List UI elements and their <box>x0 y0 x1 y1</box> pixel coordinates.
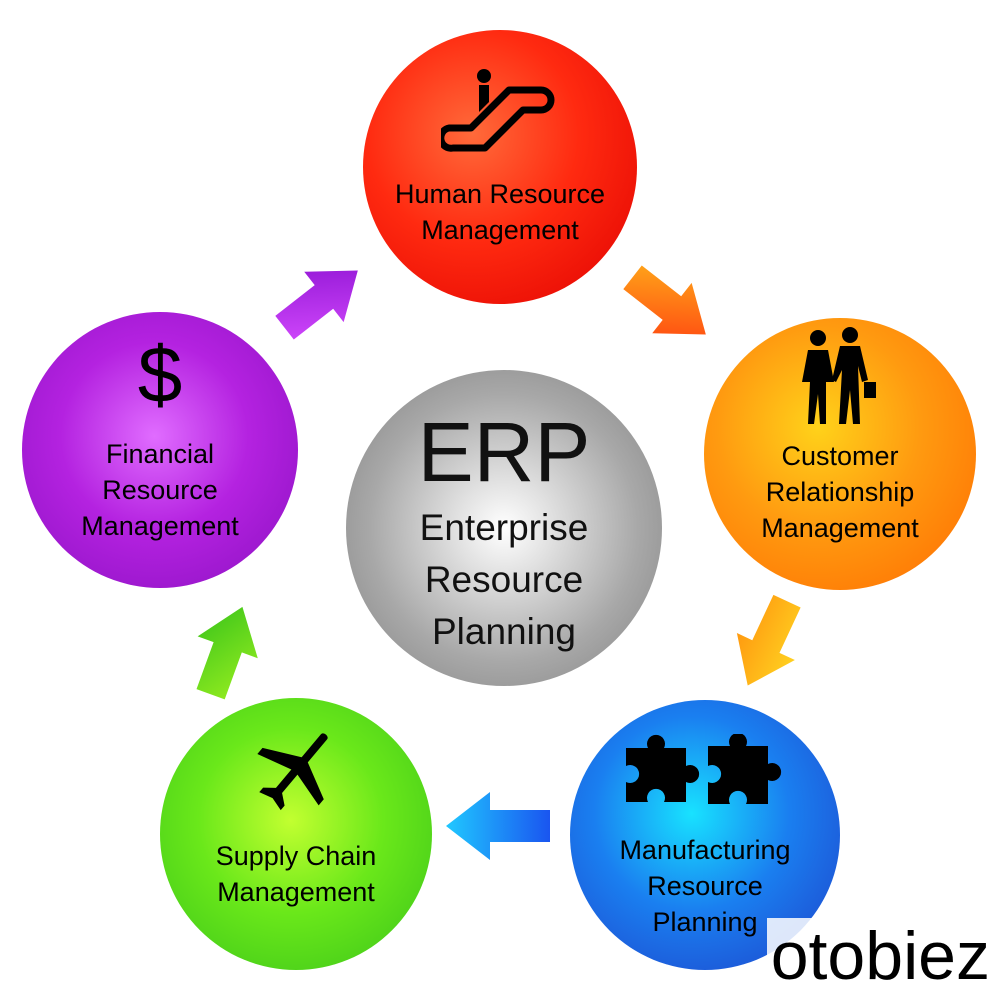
arrow-scm-to-financial <box>196 606 258 700</box>
dollar-sign-icon: $ <box>137 330 183 419</box>
center-erp: ERP Enterprise Resource Planning <box>346 370 662 686</box>
node-hr-label: Human Resource Management <box>363 176 637 248</box>
center-subtitle: Enterprise Resource Planning <box>346 502 662 658</box>
puzzle-pieces-icon <box>626 734 782 804</box>
escalator-icon <box>441 69 555 152</box>
airplane-icon <box>257 733 328 811</box>
node-financial-resource-management: $ Financial Resource Management <box>22 312 298 588</box>
node-crm-line-3: Management <box>761 513 919 543</box>
node-customer-relationship-management: Customer Relationship Management <box>704 318 976 590</box>
node-scm-line-2: Management <box>217 877 375 907</box>
arrow-financial-to-hr <box>275 270 358 340</box>
watermark-text: otobiez <box>766 918 994 994</box>
node-hr-line-1: Human Resource <box>394 179 606 209</box>
center-title: ERP <box>417 405 591 499</box>
arrow-mrp-to-scm <box>446 792 550 860</box>
node-crm-line-1: Customer <box>781 441 899 471</box>
node-crm-label: Customer Relationship Management <box>704 438 976 546</box>
node-fin-line-1: Financial <box>105 439 215 469</box>
node-fin-line-2: Resource <box>102 475 218 505</box>
node-crm-line-2: Relationship <box>765 477 915 507</box>
people-walking-icon <box>802 327 876 424</box>
node-hr-line-2: Management <box>421 215 579 245</box>
node-mrp-line-2: Resource <box>647 871 763 901</box>
node-scm-label: Supply Chain Management <box>160 838 432 910</box>
node-fin-label: Financial Resource Management <box>22 436 298 544</box>
center-subtitle-line-1: Enterprise <box>419 507 589 548</box>
node-mrp-label: Manufacturing Resource Planning <box>570 832 840 940</box>
center-subtitle-line-2: Resource <box>424 559 584 600</box>
node-scm-line-1: Supply Chain <box>215 841 377 871</box>
arrow-crm-to-mrp <box>736 594 801 686</box>
node-mrp-line-3: Planning <box>652 907 758 937</box>
node-mrp-line-1: Manufacturing <box>619 835 791 865</box>
arrow-hr-to-crm <box>623 265 706 335</box>
node-supply-chain-management: Supply Chain Management <box>160 698 432 970</box>
node-fin-line-3: Management <box>81 511 239 541</box>
center-subtitle-line-3: Planning <box>431 611 576 652</box>
node-human-resource-management: Human Resource Management <box>363 30 637 304</box>
